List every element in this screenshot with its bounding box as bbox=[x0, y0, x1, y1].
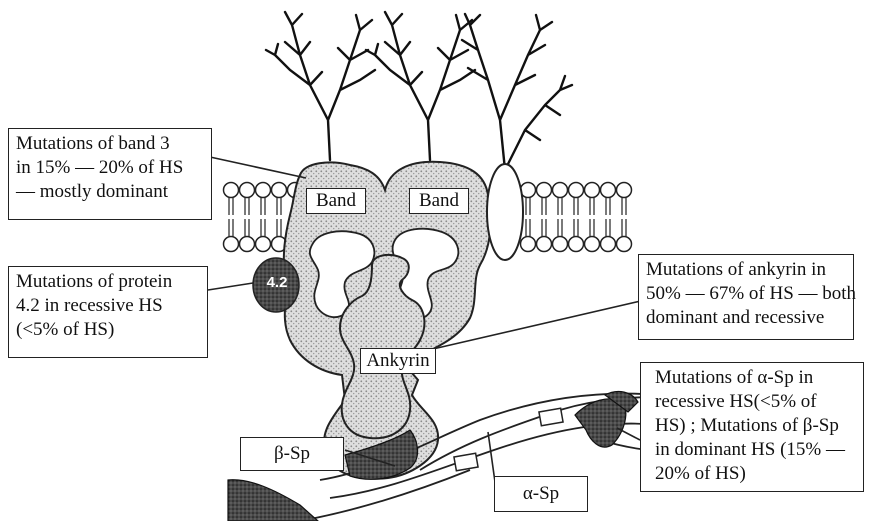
lipid-bilayer-right-heads bbox=[521, 183, 632, 252]
lipid-head bbox=[240, 237, 255, 252]
lipid-head bbox=[569, 237, 584, 252]
lipid-head bbox=[601, 183, 616, 198]
callout-line: Mutations of protein bbox=[16, 270, 200, 294]
callout-line: dominant and recessive bbox=[646, 306, 846, 330]
lipid-head bbox=[272, 183, 287, 198]
spectrin-junction-box-2 bbox=[539, 408, 563, 426]
band3-left-label: Band bbox=[306, 188, 366, 214]
lipid-head bbox=[553, 183, 568, 198]
spectrin-junction-box-1 bbox=[454, 453, 478, 471]
lipid-head bbox=[521, 237, 536, 252]
callout-line: 20% of HS) bbox=[655, 462, 856, 486]
glycophorin-oval bbox=[487, 164, 523, 260]
protein42-mutation-callout: Mutations of protein 4.2 in recessive HS… bbox=[8, 266, 208, 358]
callout-line: — mostly dominant bbox=[16, 180, 204, 204]
lipid-head bbox=[240, 183, 255, 198]
glycan-chains bbox=[266, 12, 572, 170]
beta-spectrin-label: β-Sp bbox=[240, 437, 344, 471]
callout-line: Mutations of band 3 bbox=[16, 132, 204, 156]
callout-line: recessive HS(<5% of bbox=[655, 390, 856, 414]
spectrin-dark-bottom-left bbox=[228, 480, 318, 521]
lipid-head bbox=[617, 237, 632, 252]
callout-line: 4.2 in recessive HS bbox=[16, 294, 200, 318]
band3-mutation-callout: Mutations of band 3 in 15% — 20% of HS —… bbox=[8, 128, 212, 220]
callout-line: in 15% — 20% of HS bbox=[16, 156, 204, 180]
spectrin-mutation-callout: Mutations of α-Sp in recessive HS(<5% of… bbox=[640, 362, 864, 492]
lipid-head bbox=[585, 237, 600, 252]
lipid-head bbox=[224, 237, 239, 252]
lipid-head bbox=[537, 237, 552, 252]
ankyrin-label: Ankyrin bbox=[360, 348, 436, 374]
callout-line: Mutations of ankyrin in bbox=[646, 258, 846, 282]
lipid-head bbox=[569, 183, 584, 198]
lipid-head bbox=[585, 183, 600, 198]
lipid-head bbox=[537, 183, 552, 198]
spectrin-dark-right bbox=[575, 399, 626, 447]
callout-line: HS) ; Mutations of β-Sp bbox=[655, 414, 856, 438]
band3-right-label: Band bbox=[409, 188, 469, 214]
callout-line: Mutations of α-Sp in bbox=[655, 366, 856, 390]
lipid-head bbox=[617, 183, 632, 198]
alpha-spectrin-label: α-Sp bbox=[494, 476, 588, 512]
callout-line: in dominant HS (15% — bbox=[655, 438, 856, 462]
lipid-head bbox=[224, 183, 239, 198]
lipid-head bbox=[256, 183, 271, 198]
lipid-head bbox=[553, 237, 568, 252]
lipid-head bbox=[256, 237, 271, 252]
callout-line: 50% — 67% of HS — both bbox=[646, 282, 846, 306]
callout-line: (<5% of HS) bbox=[16, 318, 200, 342]
lipid-head bbox=[601, 237, 616, 252]
protein-4-2-label: 4.2 bbox=[262, 274, 292, 291]
ankyrin-mutation-callout: Mutations of ankyrin in 50% — 67% of HS … bbox=[638, 254, 854, 340]
